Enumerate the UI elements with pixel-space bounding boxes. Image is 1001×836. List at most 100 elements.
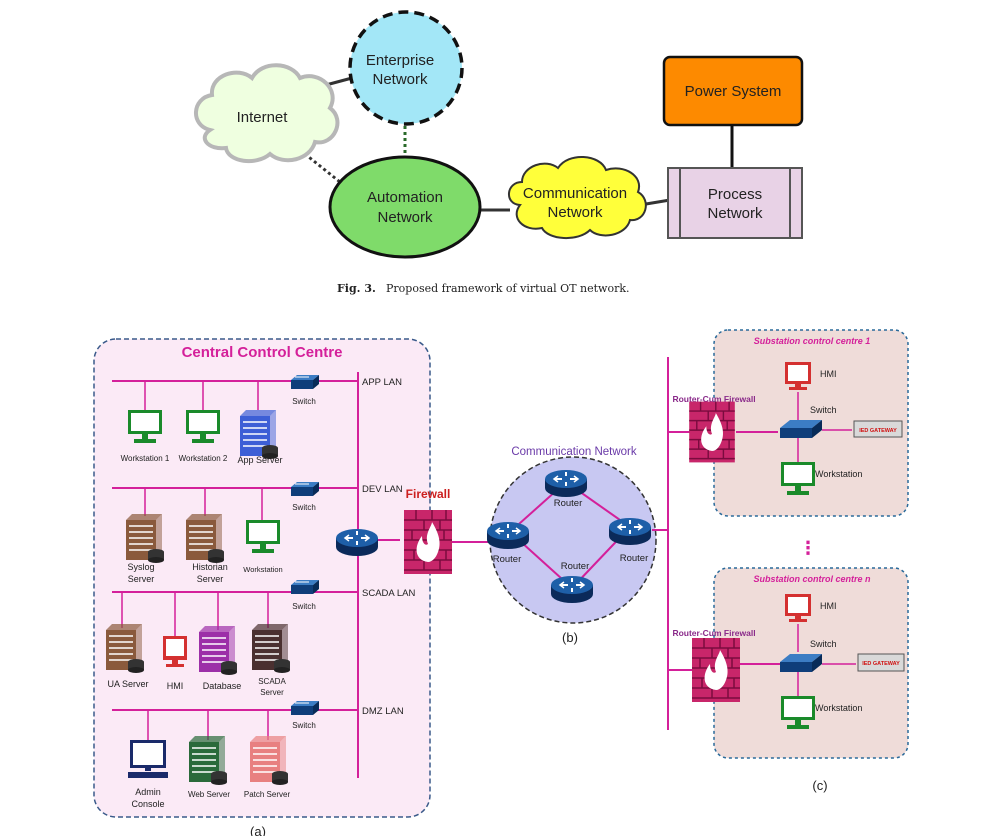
substation-1-workstation-label: Workstation <box>815 469 862 479</box>
panel-a-label: (a) <box>250 824 266 836</box>
ua-server-icon[interactable] <box>105 623 145 674</box>
central-control-centre: Central Control Centre Switch Switch Swi… <box>93 338 490 836</box>
dev-switch-label: Switch <box>292 503 316 512</box>
database-icon[interactable] <box>198 625 238 676</box>
internet-label: Internet <box>237 109 289 126</box>
dmz-lan-label: DMZ LAN <box>362 706 404 717</box>
app-server-icon[interactable] <box>239 409 279 460</box>
central-router-icon[interactable] <box>335 528 379 557</box>
web-server-label: Web Server <box>188 790 230 799</box>
dmz-switch-label: Switch <box>292 721 316 730</box>
scada-server-icon[interactable] <box>251 623 291 674</box>
comm-router-right-label: Router <box>620 553 649 564</box>
dmz-switch-icon[interactable] <box>290 700 320 716</box>
patch-server-icon[interactable] <box>249 735 289 786</box>
enterprise-label-line2: Network <box>372 71 428 88</box>
syslog-server-label-1: Syslog <box>127 562 154 572</box>
syslog-server-label-2: Server <box>128 574 155 584</box>
communication-network-cloud <box>508 155 647 239</box>
substation-n-router-fw-label: Router-Cum Firewall <box>672 628 755 638</box>
database-label: Database <box>203 681 242 691</box>
process-network-node <box>667 167 803 239</box>
process-label-line1: Process <box>708 186 762 203</box>
substation-n-switch-icon[interactable] <box>780 654 822 672</box>
panel-c-label: (c) <box>812 778 827 793</box>
substation-n-hmi-icon[interactable] <box>785 594 811 622</box>
power-system-node <box>662 55 804 127</box>
substation-n-firewall-icon[interactable] <box>691 637 741 703</box>
central-title: Central Control Centre <box>182 344 343 361</box>
scada-server-label-2: Server <box>260 688 284 697</box>
communication-network-panel: Communication Network Router Router Rout… <box>486 446 668 645</box>
syslog-server-icon[interactable] <box>125 513 165 564</box>
process-label-line2: Network <box>707 205 763 222</box>
admin-console-label-1: Admin <box>135 787 161 797</box>
historian-server-icon[interactable] <box>185 513 225 564</box>
substations-panel: Substation control centre 1 Router-Cum F… <box>667 329 909 793</box>
hmi-label: HMI <box>167 681 184 691</box>
substation-1-router-fw-label: Router-Cum Firewall <box>672 394 755 404</box>
patch-server-label: Patch Server <box>244 790 291 799</box>
scada-switch-label: Switch <box>292 602 316 611</box>
substation-1-hmi-label: HMI <box>820 369 837 379</box>
substation-n-ied-label: IED GATEWAY <box>862 661 900 667</box>
central-drops <box>121 381 269 740</box>
substation-1-switch-icon[interactable] <box>780 420 822 438</box>
substation-1-hmi-icon[interactable] <box>785 362 811 390</box>
comm-router-left-icon[interactable] <box>486 521 530 550</box>
web-server-icon[interactable] <box>188 735 228 786</box>
substation-1-firewall-icon[interactable] <box>688 400 736 464</box>
internet-cloud <box>194 63 340 164</box>
admin-console-label-2: Console <box>131 799 164 809</box>
app-lan-label: APP LAN <box>362 377 402 388</box>
comm-router-left-label: Router <box>493 554 522 565</box>
enterprise-label-line1: Enterprise <box>366 52 434 69</box>
app-switch-label: Switch <box>292 397 316 406</box>
central-box <box>93 338 431 818</box>
automation-label-line1: Automation <box>367 189 443 206</box>
communication-label-line1: Communication <box>523 185 627 202</box>
scada-lan-label: SCADA LAN <box>362 588 415 599</box>
substation-n-switch-label: Switch <box>810 639 837 649</box>
comm-router-bottom-icon[interactable] <box>550 575 594 604</box>
comm-router-bottom-label: Router <box>561 561 590 572</box>
automation-network-node <box>328 155 482 259</box>
substation-n-hmi-label: HMI <box>820 601 837 611</box>
comm-router-right-icon[interactable] <box>608 517 652 546</box>
fig3-caption-text: Proposed framework of virtual OT network… <box>386 282 630 295</box>
substation-n-title: Substation control centre n <box>753 574 871 584</box>
substation-n-workstation-label: Workstation <box>815 703 862 713</box>
communication-label-line2: Network <box>547 204 603 221</box>
historian-server-label-2: Server <box>197 574 224 584</box>
app-server-label: App Server <box>237 455 282 465</box>
substation-1-ied-gateway[interactable] <box>853 420 903 438</box>
dev-switch-icon[interactable] <box>290 481 320 497</box>
automation-label-line2: Network <box>377 209 433 226</box>
substation-1-switch-label: Switch <box>810 405 837 415</box>
ua-server-label: UA Server <box>107 679 148 689</box>
substation-1-title: Substation control centre 1 <box>754 336 871 346</box>
workstation-1-label: Workstation 1 <box>121 454 170 463</box>
enterprise-network-node <box>348 10 464 126</box>
hmi-icon[interactable] <box>163 636 187 667</box>
firewall-label: Firewall <box>406 487 451 501</box>
firewall-icon[interactable] <box>403 509 453 575</box>
substation-ellipsis: ⋮ <box>799 538 817 559</box>
comm-title: Communication Network <box>511 446 637 458</box>
fig3-caption-label: Fig. 3. <box>337 282 376 295</box>
comm-router-top-icon[interactable] <box>544 469 588 498</box>
dev-lan-label: DEV LAN <box>362 484 403 495</box>
substation-1-ied-label: IED GATEWAY <box>859 428 897 434</box>
link-internet-automation <box>299 148 346 188</box>
panel-b-label: (b) <box>562 630 578 645</box>
dev-workstation-label: Workstation <box>243 565 282 574</box>
workstation-2-label: Workstation 2 <box>179 454 228 463</box>
scada-switch-icon[interactable] <box>290 579 320 595</box>
substation-n-ied-gateway[interactable] <box>857 653 905 672</box>
app-switch-icon[interactable] <box>290 374 320 390</box>
admin-console-icon[interactable] <box>128 740 168 778</box>
fig3-framework: Internet Enterprise Network Automation N… <box>194 10 804 295</box>
power-system-label: Power System <box>685 83 782 100</box>
historian-server-label-1: Historian <box>192 562 228 572</box>
